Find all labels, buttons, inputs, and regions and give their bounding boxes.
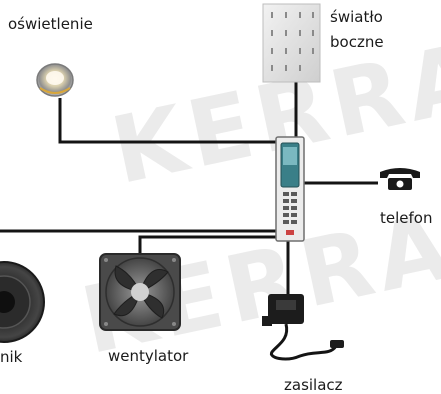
side-light-panel-icon — [262, 3, 321, 83]
telephone-icon — [380, 168, 420, 190]
fan-icon — [99, 253, 181, 331]
label-fan: wentylator — [108, 347, 189, 365]
wire-lighting — [58, 98, 278, 144]
power-supply-icon — [262, 294, 344, 361]
label-side-light-line1: światło — [330, 8, 383, 26]
label-phone: telefon — [380, 209, 433, 227]
speaker-icon — [0, 261, 45, 343]
label-side-light-line2: boczne — [330, 33, 384, 51]
label-lighting: oświetlenie — [8, 15, 93, 33]
label-power-supply: zasilacz — [284, 376, 343, 394]
control-unit-icon — [275, 136, 305, 242]
lamp-icon — [36, 63, 74, 97]
wire-fan — [138, 235, 278, 258]
wires — [0, 82, 378, 295]
label-speaker: nik — [0, 348, 23, 366]
